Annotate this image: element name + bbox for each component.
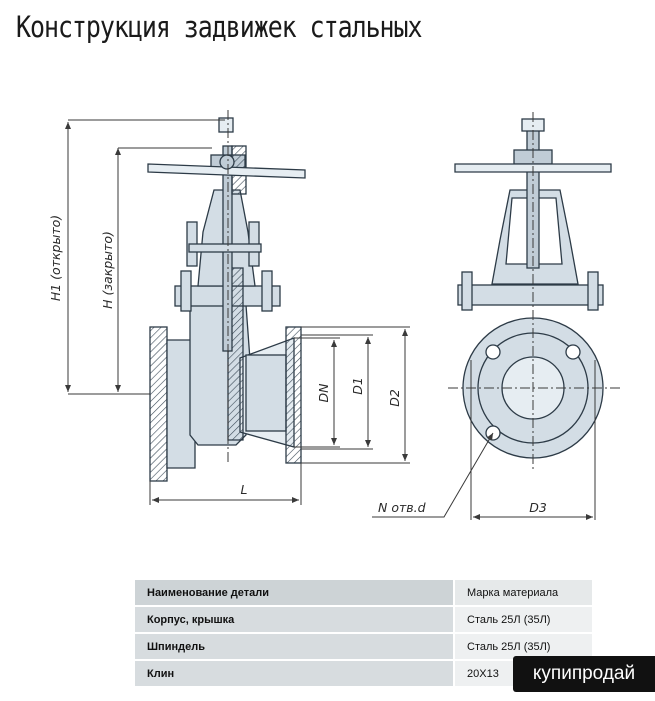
- left-flange: [149, 326, 168, 482]
- table-header-row: Наименование детали Марка материала: [135, 580, 592, 607]
- page-title: Конструкция задвижек стальных: [16, 10, 423, 44]
- body-left-neck: [166, 339, 196, 469]
- row-part: Клин: [135, 660, 454, 688]
- dim-h-label: H (закрыто): [100, 231, 115, 309]
- bolt-lower-left: [180, 270, 192, 312]
- right-flange-hub: [245, 354, 287, 432]
- dim-d3-label: D3: [529, 500, 547, 515]
- watermark-badge: купипродай: [513, 656, 655, 692]
- dim-d1-label: D1: [350, 377, 365, 395]
- gate-valve-drawing: H1 (открыто) H (закрыто) L DN D1 D2 N от…: [48, 110, 620, 520]
- right-flange: [285, 326, 302, 464]
- row-part: Корпус, крышка: [135, 606, 454, 634]
- table-row: Корпус, крышка Сталь 25Л (35Л): [135, 606, 592, 634]
- front-bolt-left: [461, 271, 473, 311]
- front-flange-body: [457, 284, 604, 306]
- dim-n-label: N отв.d: [378, 500, 426, 515]
- dimension-lines: [65, 110, 620, 520]
- stem-top: [218, 117, 234, 133]
- dim-l-label: L: [241, 482, 248, 497]
- header-part: Наименование детали: [135, 580, 454, 607]
- row-material: Сталь 25Л (35Л): [453, 606, 592, 634]
- header-material: Марка материала: [453, 580, 592, 607]
- bolt-hole-right: [565, 344, 581, 360]
- dim-h1-label: H1 (открыто): [48, 215, 63, 301]
- row-part: Шпиндель: [135, 633, 454, 661]
- dim-dn-label: DN: [316, 383, 331, 403]
- dim-d2-label: D2: [387, 389, 402, 407]
- front-bolt-right: [587, 271, 599, 311]
- handwheel: [147, 163, 306, 179]
- side-section-view: [147, 117, 306, 482]
- bolt-lower-right: [261, 270, 273, 312]
- bolt-hole-top: [485, 344, 501, 360]
- materials-table: Наименование детали Марка материала Корп…: [135, 580, 592, 688]
- packing-flange: [188, 243, 262, 253]
- handwheel-hub: [219, 154, 235, 170]
